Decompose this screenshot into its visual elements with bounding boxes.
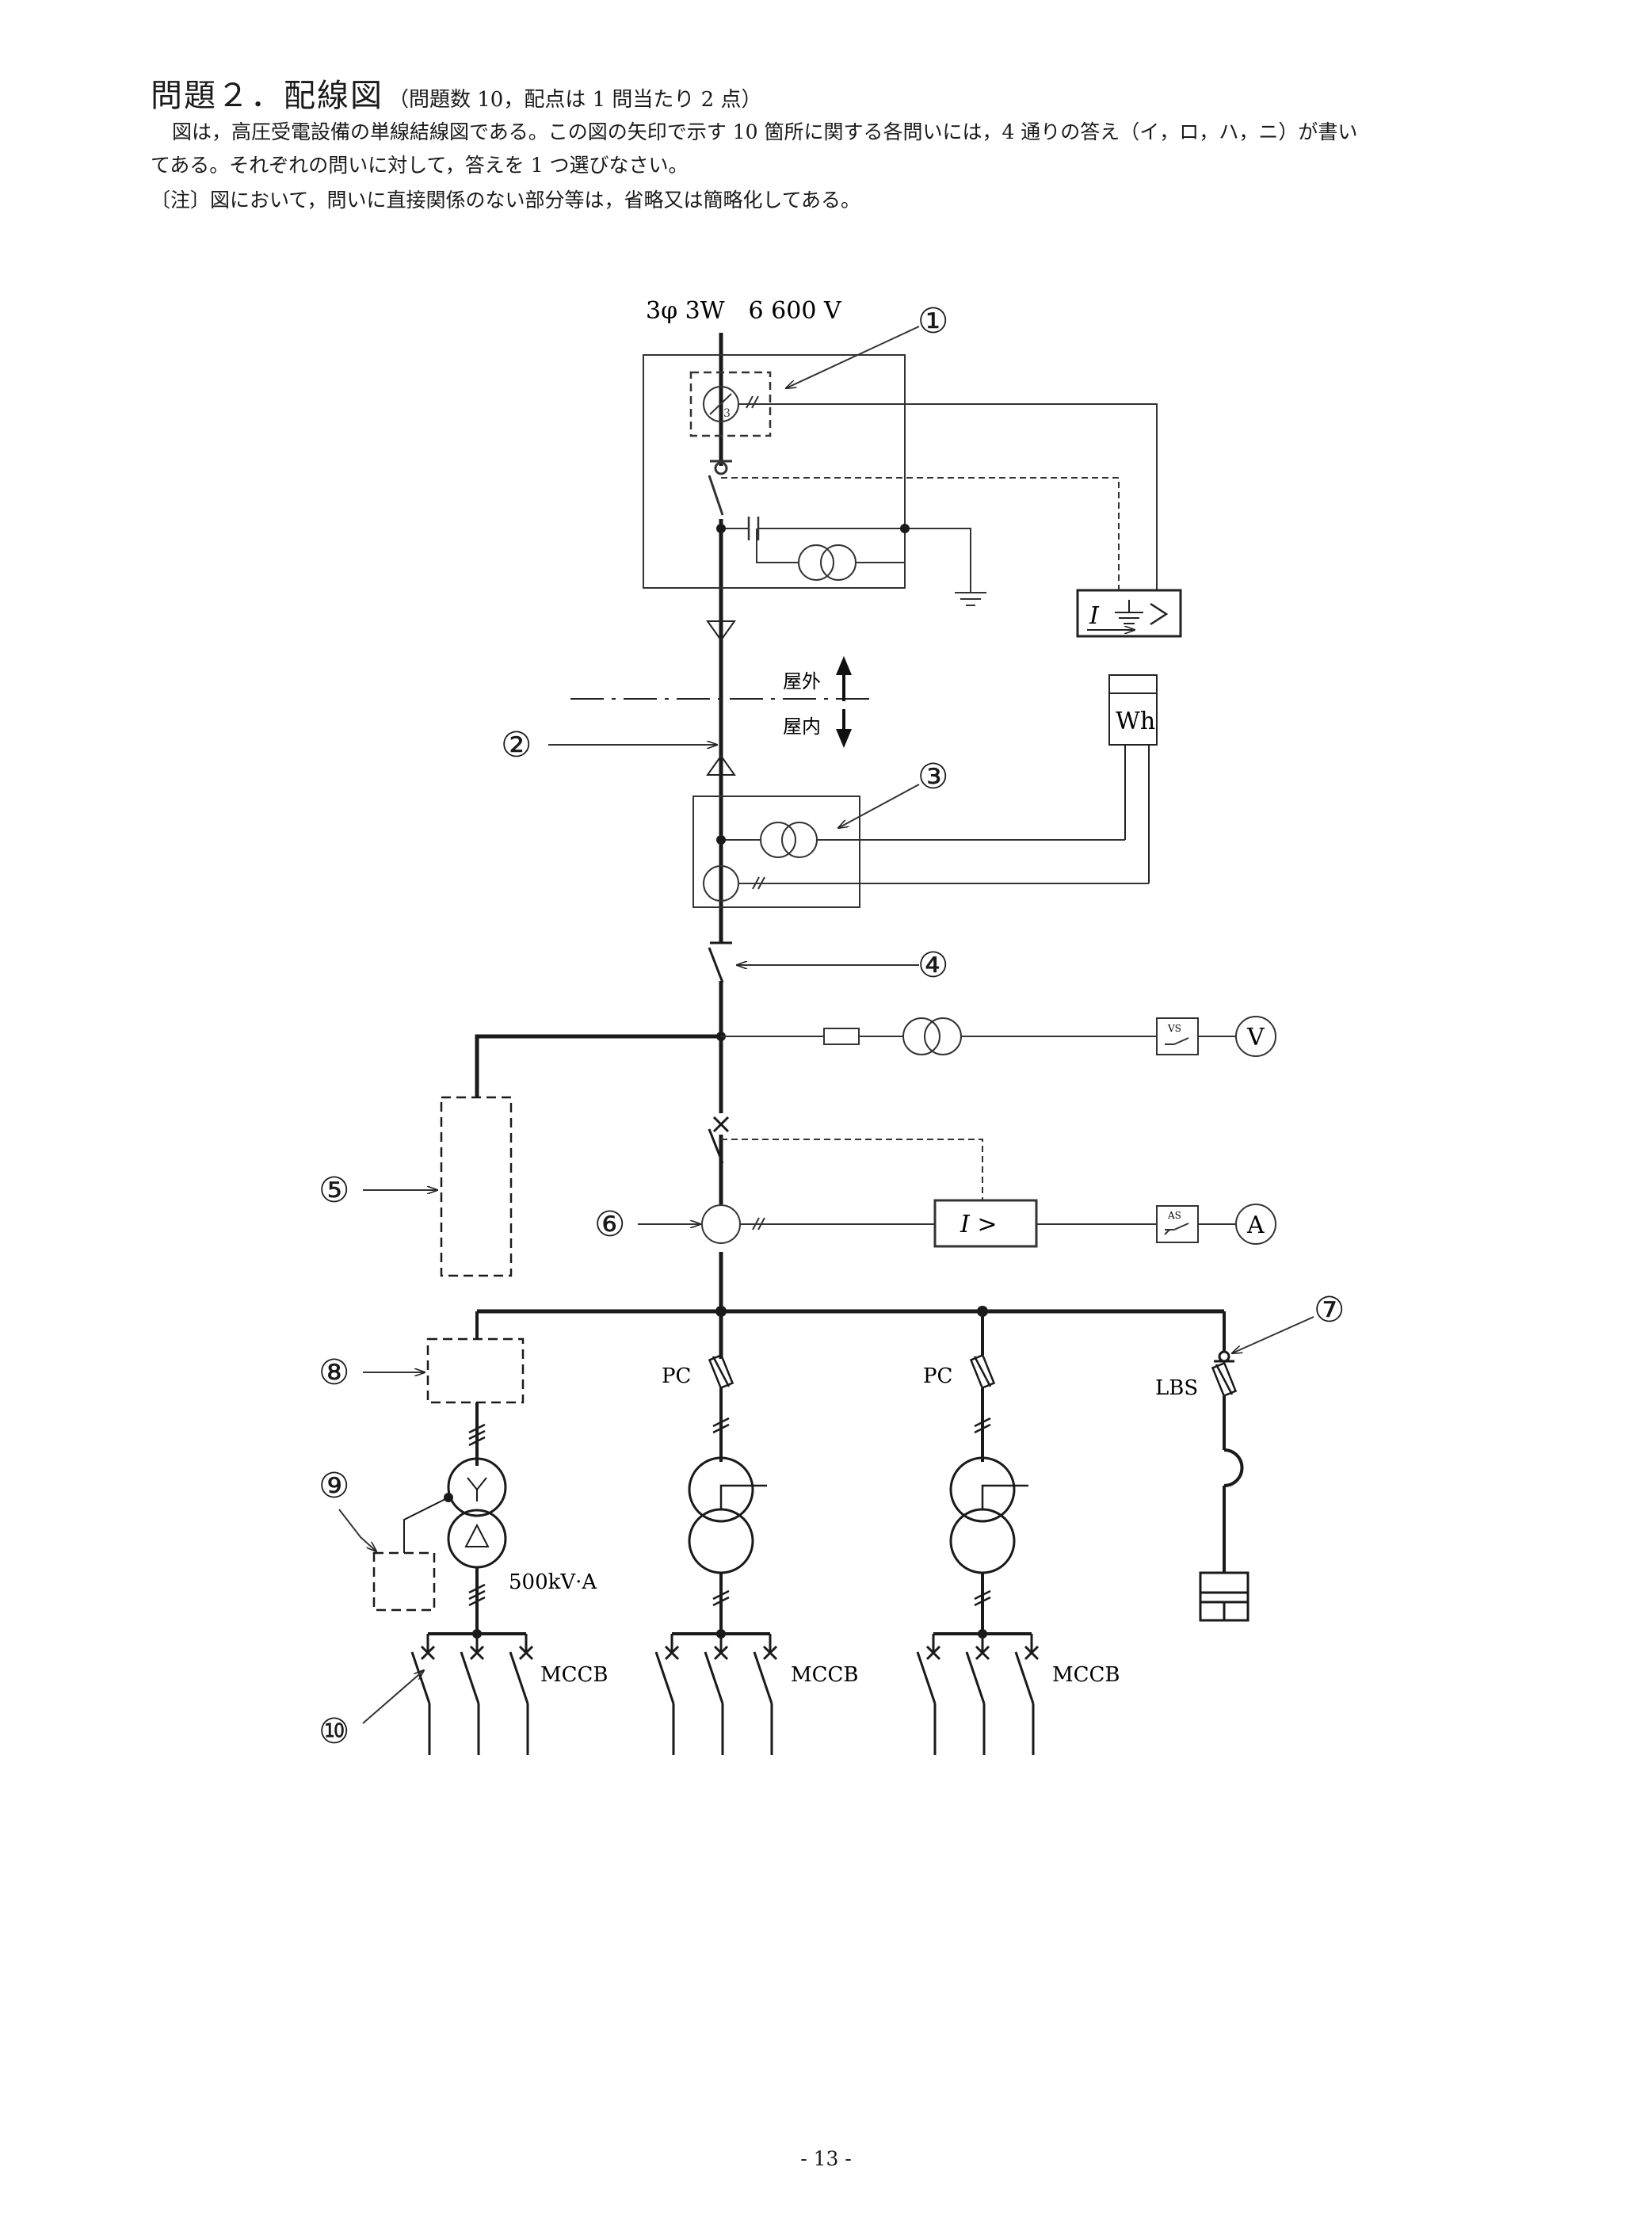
svg-text:3: 3 (723, 407, 731, 420)
cb-trip-link (721, 1139, 983, 1200)
disconnect-switch (708, 941, 732, 983)
circuit-breaker (708, 1116, 730, 1164)
title-text: 問題２．配線図 (151, 78, 383, 114)
mccb-label-1: MCCB (540, 1663, 609, 1687)
marker-6: ⑥ (594, 1204, 625, 1245)
mccb-group-2 (654, 1632, 778, 1755)
marker-4: ④ (918, 945, 948, 986)
page-number: - 13 - (800, 2147, 852, 2170)
junction-dot (444, 1493, 453, 1502)
ct-ocr (701, 1199, 1276, 1248)
ocr-label: I > (960, 1211, 998, 1238)
pc-label-2: PC (923, 1364, 952, 1388)
marker-9: ⑨ (319, 1466, 349, 1506)
pas-enclosure: 3 (643, 354, 1158, 606)
question-title: 問題２．配線図（問題数 10，配点は 1 問当たり 2 点） (151, 70, 1513, 116)
vt-branch (721, 1016, 1276, 1057)
instruction-note: 〔注〕図において，問いに直接関係のない部分等は，省略又は簡略化してある。 (151, 189, 861, 212)
outdoor-up-arrow (836, 656, 852, 701)
mccb-group-1 (410, 1632, 534, 1755)
feeder-3 (949, 1311, 1028, 1634)
mccb-label-3: MCCB (1052, 1663, 1120, 1687)
supply-label: 3φ 3W 6 600 V (646, 297, 842, 325)
watthour-meter (1108, 674, 1158, 883)
feeder-4 (1199, 1311, 1249, 1622)
marker-2: ② (501, 725, 532, 765)
instruction-line-2: てある。それぞれの問いに対して，答えを 1 つ選びなさい。 (151, 154, 689, 177)
transformer-rating: 500kV·A (509, 1570, 597, 1594)
marker-3: ③ (918, 757, 948, 797)
question-header: 問題２．配線図（問題数 10，配点は 1 問当たり 2 点） 図は，高圧受電設備… (151, 70, 1513, 217)
ammeter-label: A (1246, 1211, 1265, 1239)
mccb-group-3 (916, 1632, 1040, 1755)
vs-label: VS (1167, 1023, 1181, 1034)
marker-8: ⑧ (319, 1353, 349, 1393)
as-label: AS (1167, 1210, 1181, 1221)
instruction-line-1: 図は，高圧受電設備の単線結線図である。この図の矢印で示す 10 箇所に関する各問… (172, 120, 1358, 143)
junction-dot (716, 524, 726, 533)
wh-label: Wh (1116, 708, 1155, 735)
outdoor-label: 屋外 (783, 670, 821, 692)
voltmeter-label: V (1246, 1024, 1265, 1051)
junction-dot (716, 1629, 726, 1639)
callout-arrow-1 (786, 326, 920, 388)
mccb-label-2: MCCB (791, 1663, 859, 1687)
ground-relay-label: I (1089, 602, 1100, 630)
feeder-2 (688, 1311, 767, 1634)
indoor-down-arrow (836, 709, 852, 748)
branch-5 (440, 1034, 721, 1277)
cable-head (706, 620, 736, 776)
callout-arrow-3 (838, 784, 920, 828)
junction-dot (978, 1629, 987, 1639)
callout-arrow-10 (362, 1670, 424, 1724)
callout-arrow-9 (338, 1509, 376, 1551)
pc-label-1: PC (662, 1364, 691, 1388)
lbs-label: LBS (1155, 1376, 1198, 1400)
callout-arrow-7 (1232, 1316, 1314, 1353)
ground-relay (1076, 589, 1182, 638)
marker-10: ⑩ (319, 1711, 349, 1752)
marker-1: ① (918, 301, 948, 341)
marker-5: ⑤ (319, 1170, 349, 1211)
junction-dot (716, 835, 726, 845)
vct-box (692, 796, 1149, 908)
feeder-1 (372, 1311, 525, 1634)
junction-dot (900, 524, 910, 533)
title-subtitle: （問題数 10，配点は 1 問当たり 2 点） (388, 88, 762, 112)
marker-7: ⑦ (1314, 1290, 1345, 1330)
junction-dot (472, 1629, 482, 1639)
indoor-label: 屋内 (783, 715, 821, 738)
